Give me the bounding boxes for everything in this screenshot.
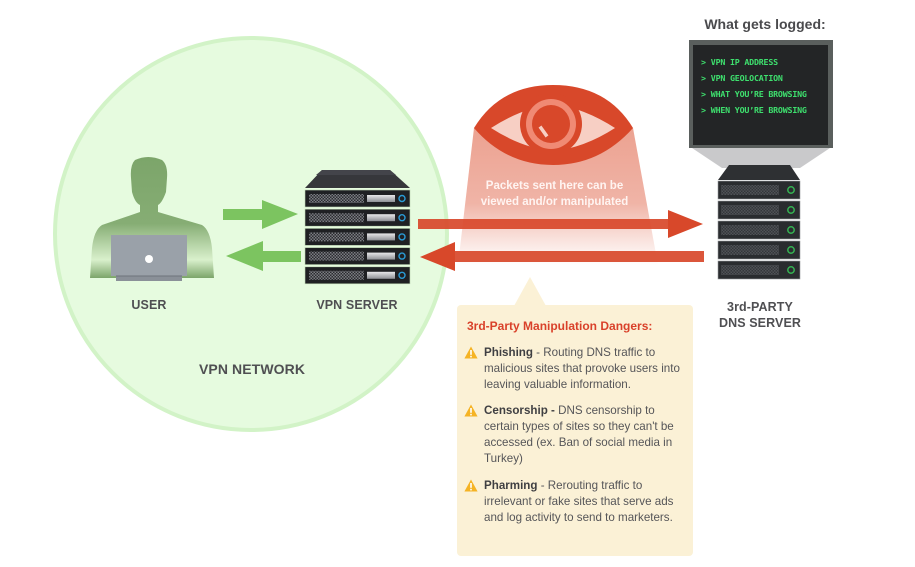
logged-title: What gets logged: [704, 16, 826, 32]
dangers-title: 3rd-Party Manipulation Dangers: [467, 319, 653, 333]
danger-description: - Routing DNS traffic to malicious sites… [484, 346, 680, 391]
logged-item: > WHAT YOU’RE BROWSING [693, 86, 828, 102]
server-unit [717, 220, 801, 240]
prompt-icon: > [701, 73, 706, 83]
interception-text-line: Packets sent here can be [485, 180, 624, 192]
logged-item: > VPN GEOLOCATION [693, 70, 828, 86]
warning-icon [464, 404, 478, 417]
logged-item-text: VPN IP ADDRESS [710, 57, 778, 67]
vpn-network-circle [53, 36, 449, 432]
led-icon [787, 246, 795, 254]
led-icon [398, 271, 406, 279]
danger-item: Phishing - Routing DNS traffic to malici… [464, 345, 686, 393]
server-unit [717, 200, 801, 220]
server-unit [717, 260, 801, 280]
warning-icon [464, 479, 478, 492]
logged-item-text: WHAT YOU’RE BROWSING [710, 89, 807, 99]
dns-server-label: 3rd-PARTY DNS SERVER [714, 299, 806, 331]
vpn-server-label: VPN SERVER [316, 298, 398, 312]
vpn-server-icon [304, 170, 411, 285]
logged-item-text: VPN GEOLOCATION [710, 73, 783, 83]
server-unit [304, 228, 411, 246]
server-unit [717, 240, 801, 260]
danger-description: DNS censorship to certain types of sites… [484, 404, 674, 465]
led-icon [398, 233, 406, 241]
red-arrow-to-vpn [420, 242, 704, 271]
server-unit [304, 247, 411, 265]
dns-server-icon [717, 165, 801, 280]
red-arrow-to-dns [418, 210, 703, 238]
server-unit [304, 266, 411, 285]
dns-label-line: 3rd-PARTY [727, 300, 793, 314]
interception-beam [458, 128, 658, 265]
led-icon [787, 206, 795, 214]
user-icon [90, 157, 214, 281]
led-icon [398, 194, 406, 203]
server-unit [304, 189, 411, 208]
prompt-icon: > [701, 89, 706, 99]
warning-icon [464, 346, 478, 359]
user-label: USER [131, 298, 167, 312]
prompt-icon: > [701, 57, 706, 67]
led-icon [398, 213, 406, 222]
green-arrow-to-user [226, 241, 301, 271]
dns-label-line: DNS SERVER [718, 316, 802, 330]
danger-description: - Rerouting traffic to irrelevant or fak… [484, 479, 674, 524]
danger-item: Censorship - DNS censorship to certain t… [464, 403, 686, 467]
led-icon [398, 252, 406, 260]
green-arrow-to-vpn [223, 200, 298, 229]
server-unit [717, 180, 801, 200]
dangers-panel: 3rd-Party Manipulation Dangers: Phishing… [457, 305, 693, 556]
logged-item-text: WHEN YOU’RE BROWSING [710, 105, 807, 115]
danger-item: Pharming - Rerouting traffic to irreleva… [464, 478, 686, 526]
server-unit [304, 208, 411, 227]
danger-name: Censorship - [484, 404, 555, 417]
prompt-icon: > [701, 105, 706, 115]
vpn-network-label: VPN NETWORK [198, 361, 306, 377]
logging-terminal: > VPN IP ADDRESS > VPN GEOLOCATION > WHAT YOU… [693, 45, 828, 145]
logged-item: > WHEN YOU’RE BROWSING [693, 102, 828, 118]
danger-name: Phishing [484, 346, 533, 359]
danger-name: Pharming [484, 479, 538, 492]
eye-icon [474, 85, 633, 165]
logging-monitor [689, 40, 833, 168]
interception-text: Packets sent here can be viewed and/or m… [467, 178, 642, 210]
interception-text-line: viewed and/or manipulated [480, 196, 629, 208]
logged-item: > VPN IP ADDRESS [693, 54, 828, 70]
led-icon [787, 226, 795, 234]
dangers-pointer [514, 277, 546, 306]
led-icon [787, 186, 795, 194]
led-icon [787, 266, 795, 274]
